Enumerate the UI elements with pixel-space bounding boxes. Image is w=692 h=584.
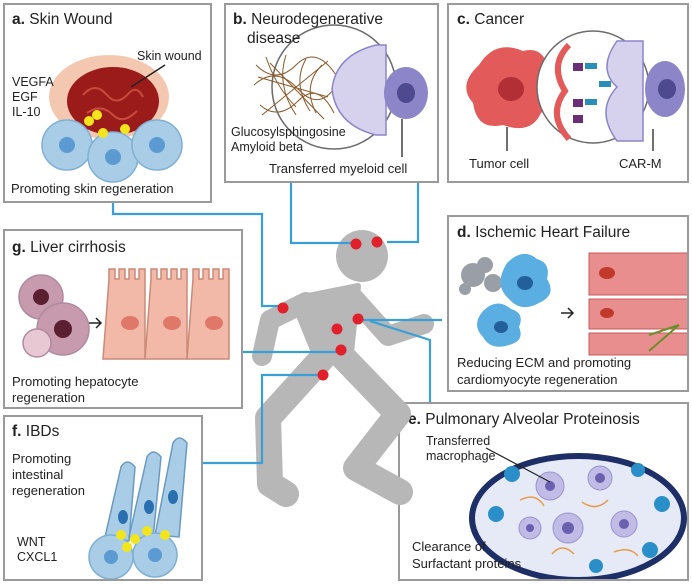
alveolar-illustration	[469, 447, 687, 579]
macrophage-label-line2: macrophage	[426, 449, 496, 463]
factor-cxcl1: CXCL1	[17, 550, 58, 564]
heart-caption-line2: cardiomyocyte regeneration	[457, 372, 618, 387]
person-head	[336, 230, 388, 282]
panel-skin-wound: a. Skin Wound Skin wound VEGFA EGF IL-10…	[3, 3, 212, 203]
panel-c-title-text: Cancer	[474, 11, 525, 28]
cancer-illustration	[466, 30, 685, 151]
neuro-caption: Transferred myeloid cell	[269, 161, 408, 176]
macrophage-label-line1: Transferred	[426, 434, 491, 448]
panel-pulmonary-alveolar-proteinosis: e. Pulmonary Alveolar Proteinosis Transf…	[398, 402, 689, 581]
panel-e-letter: e.	[408, 411, 421, 428]
panel-c-title: c. Cancer	[457, 11, 524, 29]
ibd-caption-line2: intestinal	[12, 467, 64, 482]
panel-ibds: f. IBDs Promoting intestinal regeneratio…	[3, 415, 203, 581]
ibd-caption-line1: Promoting	[12, 451, 72, 466]
skin-wound-label: Skin wound	[137, 49, 202, 63]
panel-e-title-text: Pulmonary Alveolar Proteinosis	[425, 411, 640, 428]
panel-g-title-text: Liver cirrhosis	[30, 239, 126, 256]
panel-ischemic-heart-failure: d. Ischemic Heart Failure Reducing ECM a…	[447, 215, 689, 392]
person-front-arm	[342, 286, 434, 346]
panel-a-title: a. Skin Wound	[12, 11, 113, 29]
panel-b-title: b. Neurodegenerative disease	[233, 10, 383, 48]
factor-wnt: WNT	[17, 535, 46, 549]
ibd-caption-line3: regeneration	[12, 483, 85, 498]
panel-d-letter: d.	[457, 224, 471, 241]
panel-e-title: e. Pulmonary Alveolar Proteinosis	[408, 411, 640, 429]
panel-cancer: c. Cancer Tumor cell CAR-M	[447, 3, 689, 183]
intestine-illustration	[88, 437, 188, 579]
panel-b-title-line2: disease	[247, 30, 301, 47]
amyloid-beta-label: Amyloid beta	[231, 140, 304, 154]
liver-caption-line2: regeneration	[12, 390, 85, 405]
person-back-arm	[252, 292, 316, 366]
panel-c-letter: c.	[457, 11, 470, 28]
factor-il10: IL-10	[12, 105, 41, 119]
panel-neurodegenerative: b. Neurodegenerative disease Glucosylsph…	[224, 3, 439, 183]
heart-caption-line1: Reducing ECM and promoting	[457, 355, 632, 370]
panel-f-letter: f.	[12, 423, 22, 440]
panel-d-title: d. Ischemic Heart Failure	[457, 224, 630, 242]
factor-vegfa: VEGFA	[12, 75, 54, 89]
panel-g-title: g. Liver cirrhosis	[12, 239, 126, 257]
liver-caption-line1: Promoting hepatocyte	[12, 374, 139, 389]
panel-b-title-line1: Neurodegenerative	[251, 11, 383, 28]
tumor-cell-label: Tumor cell	[469, 156, 530, 171]
panel-f-title-text: IBDs	[25, 423, 60, 440]
clearance-label-line1: Clearance of	[412, 539, 486, 554]
glucosylsphingosine-label: Glucosylsphingosine	[231, 125, 346, 139]
panel-f-title: f. IBDs	[12, 423, 59, 441]
person-back-leg	[255, 341, 339, 507]
panel-g-letter: g.	[12, 239, 26, 256]
factor-egf: EGF	[12, 90, 38, 104]
skin-wound-illustration	[41, 55, 183, 183]
panel-b-letter: b.	[233, 11, 247, 28]
panel-a-letter: a.	[12, 11, 25, 28]
skin-caption: Promoting skin regeneration	[11, 181, 174, 196]
panel-a-title-text: Skin Wound	[29, 11, 113, 28]
neuro-illustration	[253, 24, 428, 157]
clearance-label-line2: Surfactant proteins	[412, 556, 522, 571]
heart-illustration	[459, 252, 687, 356]
person-front-leg	[329, 343, 413, 505]
car-m-label: CAR-M	[619, 156, 662, 171]
panel-d-title-text: Ischemic Heart Failure	[475, 224, 631, 241]
